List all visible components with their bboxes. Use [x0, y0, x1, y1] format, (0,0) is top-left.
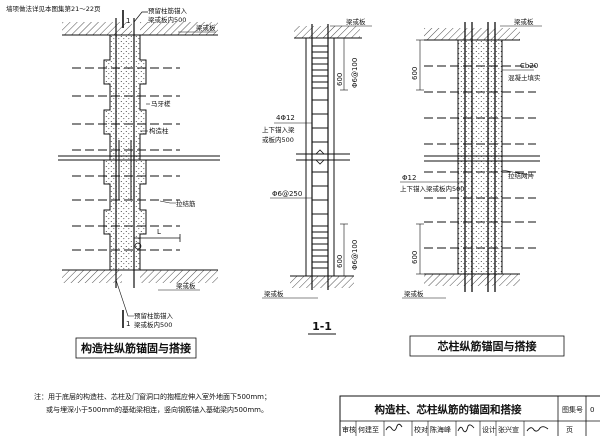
stirrups	[312, 45, 328, 269]
grout-note-2: 混凝土填实	[508, 73, 541, 82]
right-dim-top-label: 600	[411, 67, 419, 80]
core-rebars	[464, 22, 496, 292]
design-name: 张兴宣	[498, 425, 519, 434]
check-label: 校对	[414, 425, 428, 434]
anchor-note-bottom-1: 预留柱筋锚入	[134, 311, 174, 320]
review-name: 何建至	[358, 425, 379, 434]
mid-rebar-note-3: 或板内500	[262, 135, 294, 144]
anchor-note-top-2: 梁或板内500	[148, 15, 186, 24]
design-label: 设计	[482, 425, 496, 434]
mid-rebar-note-2: 上下锚入梁	[262, 125, 295, 134]
left-caption: 构造柱纵筋锚固与搭接	[81, 341, 191, 355]
section-mark-top: 1	[126, 17, 130, 25]
right-beam-top-label: 梁或板	[514, 17, 534, 26]
check-name: 陈海峰	[430, 425, 451, 434]
mid-dim-bottom-stirrup: Φ6@100	[351, 240, 359, 270]
right-caption: 芯柱纵筋锚固与搭接	[438, 339, 537, 353]
design-signature	[526, 426, 549, 432]
footnote: 注：用于底层的构造柱、芯柱及门窗洞口的抱框应伸入室外地面下500mm； 或与埋深…	[34, 392, 271, 414]
footnote-line-2: 或与埋深小于500mm的基础梁相连，竖向钢筋锚入基础梁内500mm。	[46, 405, 268, 414]
left-caption-frame	[75, 337, 197, 359]
mid-top-slab	[294, 26, 360, 38]
atlas-no-label: 图集号	[562, 405, 583, 414]
top-slab-hatch	[62, 22, 132, 35]
column-section	[305, 37, 335, 277]
right-dim-bottom-label: 600	[411, 251, 419, 264]
tie-mesh-lines	[424, 65, 536, 249]
bottom-slab-hatch	[62, 270, 122, 283]
beam-top-label: 梁或板	[196, 23, 216, 32]
tie-bar-label: 拉结筋	[176, 199, 196, 208]
tie-mesh-label: 拉结网片	[508, 171, 534, 180]
top-note: 墙项做法详见本图集第21～22页	[6, 4, 101, 13]
right-caption-frame	[409, 335, 565, 357]
right-beam-bottom-label: 梁或板	[404, 289, 424, 298]
title-block: 构造柱、芯柱纵筋的锚固和搭接 图集号 0 审核 何建至 校对 陈海峰 设计 张兴…	[339, 395, 600, 436]
title-block-title: 构造柱、芯柱纵筋的锚固和搭接	[375, 403, 522, 416]
beam-bottom-label: 梁或板	[176, 281, 196, 290]
right-rebar-note-1: Φ12	[402, 174, 416, 182]
tie-bars	[72, 67, 180, 251]
mid-stirrup-note: Φ6@250	[272, 190, 302, 198]
mid-bottom-slab	[290, 276, 354, 288]
constructional-column	[103, 34, 147, 271]
mid-beam-top-label: 梁或板	[346, 17, 366, 26]
check-signature	[457, 424, 475, 433]
anchor-note-top-1: 预留柱筋锚入	[148, 6, 188, 15]
anchor-note-bottom-2: 梁或板内500	[134, 320, 172, 329]
bar-hook-detail	[134, 242, 142, 250]
mid-dim-top-length: 600	[336, 73, 344, 86]
right-figure: 梁或板 梁或板 600	[400, 17, 565, 357]
section-mark-bottom: 1	[126, 320, 130, 328]
column-label: 构造柱	[149, 126, 169, 135]
page-label: 页	[566, 426, 573, 434]
review-signature	[385, 423, 403, 431]
lap-length-label: L	[157, 228, 161, 236]
grout-note-1: Cb20	[520, 62, 538, 70]
review-label: 审核	[342, 425, 356, 434]
footnote-line-1: 注：用于底层的构造柱、芯柱及门窗洞口的抱框应伸入室外地面下500mm；	[34, 392, 271, 401]
left-figure: 墙项做法详见本图集第21～22页 1	[6, 4, 220, 359]
atlas-no: 0	[590, 406, 594, 414]
mid-dim-top-stirrup: Φ6@100	[351, 58, 359, 88]
mid-dim-bottom-length: 600	[336, 255, 344, 268]
toothed-wall-label: 马牙槎	[151, 99, 171, 108]
mid-caption: 1-1	[312, 320, 332, 333]
mid-beam-bottom-label: 梁或板	[264, 289, 284, 298]
middle-figure: 梁或板 梁或板	[262, 17, 372, 335]
mid-rebar-note-1: 4Φ12	[276, 114, 295, 122]
right-rebar-note-2: 上下锚入梁或板内500	[400, 184, 464, 193]
